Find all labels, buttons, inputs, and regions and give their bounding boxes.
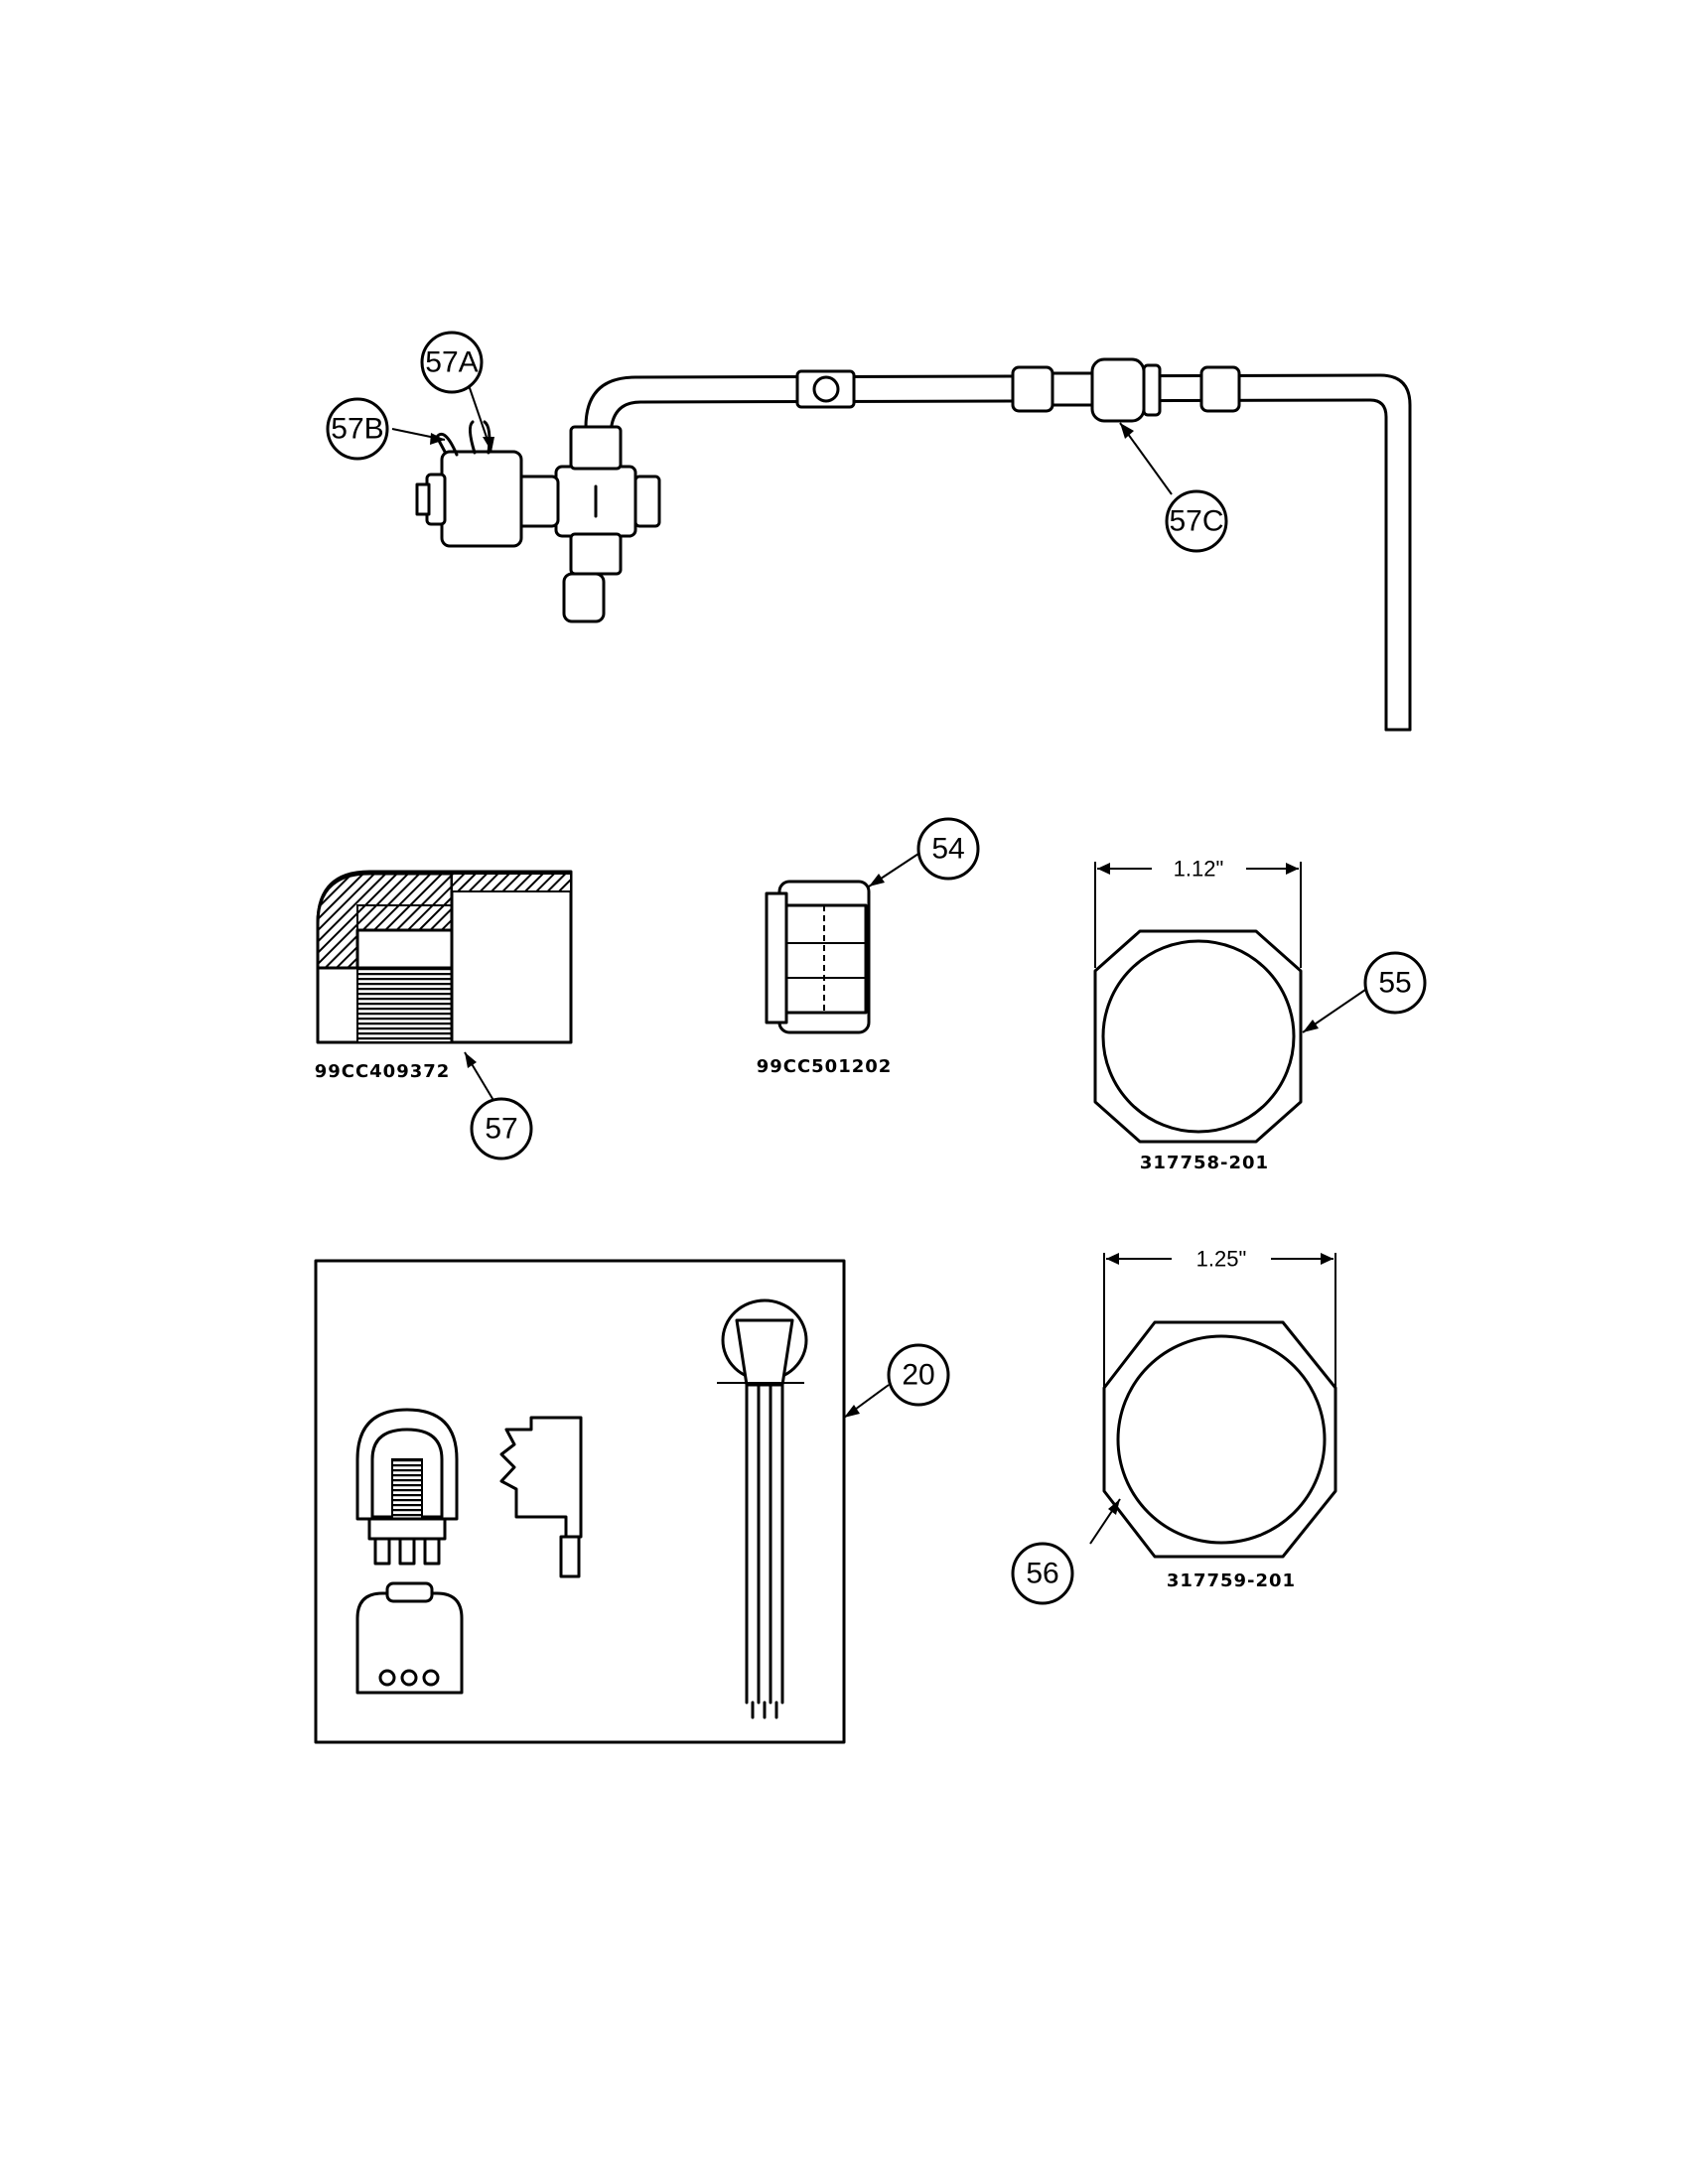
callout-57: 57 (470, 1097, 533, 1160)
dimension-56: 1.25" (1196, 1247, 1247, 1272)
hex-nut-55: 1.12" (1093, 857, 1303, 1144)
svg-text:57: 57 (485, 1113, 517, 1146)
callout-20: 20 (887, 1343, 950, 1407)
part-number-56: 317759-201 (1167, 1570, 1296, 1591)
kit-box-20 (314, 1259, 846, 1744)
svg-text:57B: 57B (331, 413, 383, 446)
valve-tube-assembly (415, 357, 1412, 732)
nut-cutaway-57 (316, 870, 573, 1044)
callout-57A: 57A (420, 331, 484, 394)
part-number-55: 317758-201 (1140, 1153, 1269, 1173)
svg-text:55: 55 (1378, 967, 1411, 1000)
svg-text:20: 20 (902, 1359, 934, 1392)
callout-56: 56 (1011, 1542, 1074, 1605)
svg-text:56: 56 (1026, 1558, 1058, 1590)
part-number-54: 99CC501202 (757, 1056, 893, 1077)
hex-nut-56: 1.25" (1102, 1247, 1337, 1559)
svg-text:57A: 57A (425, 346, 478, 379)
svg-text:54: 54 (931, 833, 964, 866)
svg-text:57C: 57C (1169, 505, 1223, 538)
callout-57B: 57B (326, 397, 389, 461)
callout-57C: 57C (1165, 489, 1228, 553)
dimension-55: 1.12" (1174, 857, 1224, 882)
callout-54: 54 (916, 817, 980, 881)
callout-55: 55 (1363, 951, 1427, 1015)
part-number-57: 99CC409372 (315, 1061, 451, 1082)
sleeve-54 (765, 880, 871, 1034)
